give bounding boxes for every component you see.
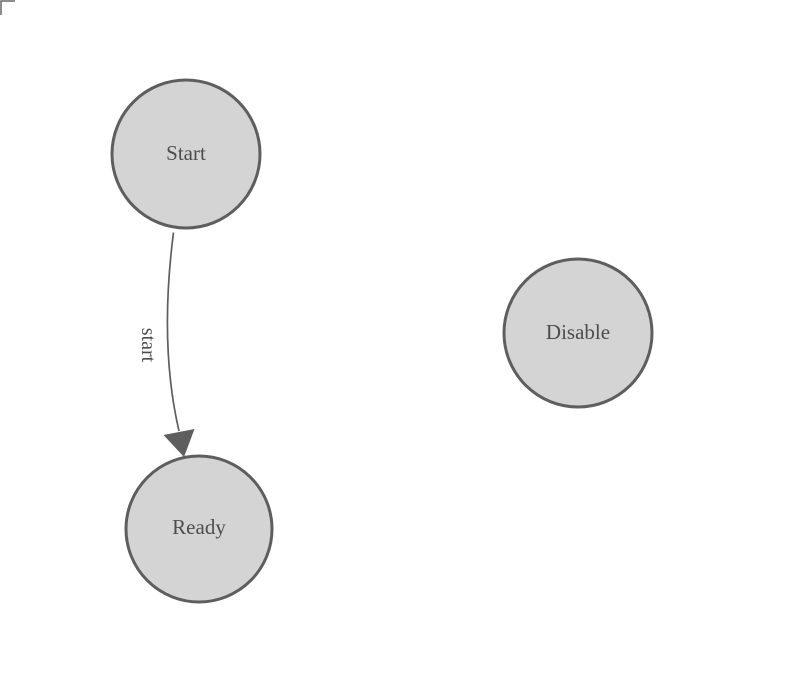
state-label-start: Start <box>166 141 206 165</box>
state-label-disable: Disable <box>546 320 610 344</box>
transition-start-to-ready[interactable]: start <box>137 232 195 458</box>
state-node-disable[interactable]: Disable <box>502 257 654 409</box>
state-node-ready[interactable]: Ready <box>124 454 274 604</box>
state-circle-ready[interactable] <box>124 454 274 604</box>
state-circle-start[interactable] <box>110 78 262 230</box>
state-circle-disable[interactable] <box>502 257 654 409</box>
canvas-corner-mark <box>0 0 15 15</box>
state-label-ready: Ready <box>172 515 226 539</box>
arrowhead <box>163 429 195 457</box>
transition-path[interactable] <box>166 232 180 432</box>
transition-label: start <box>137 328 159 363</box>
state-node-start[interactable]: Start <box>110 78 262 230</box>
